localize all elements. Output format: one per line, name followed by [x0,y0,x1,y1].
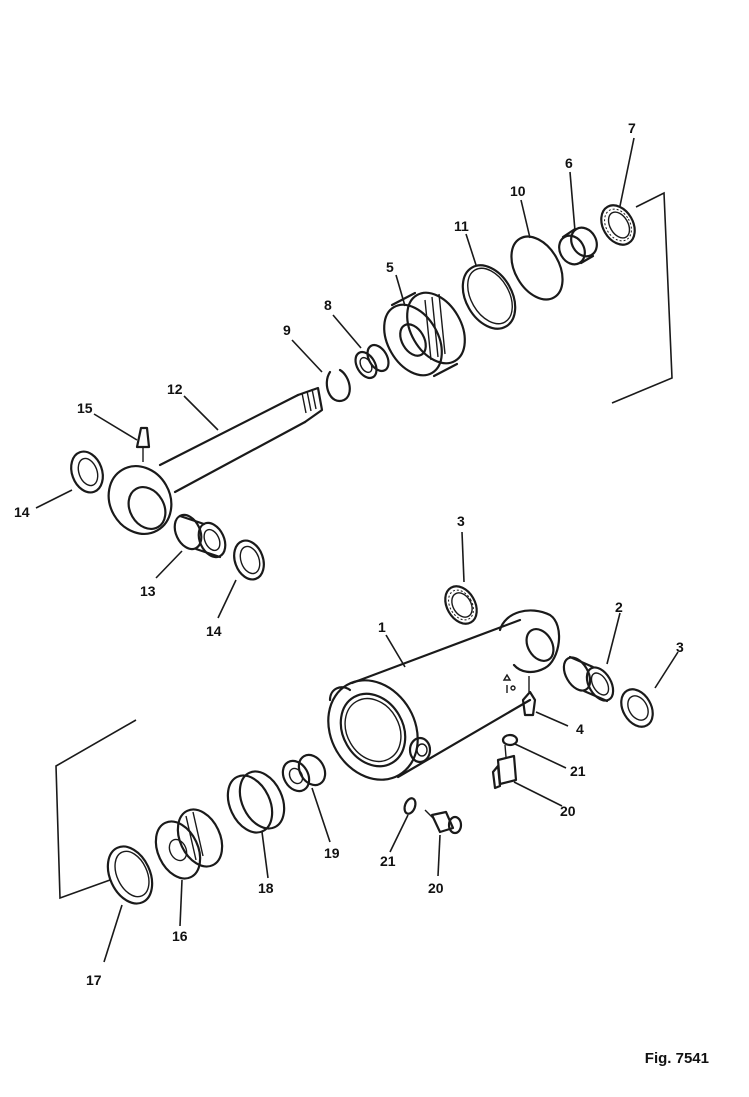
callout-10: 10 [510,183,526,199]
callout-19: 19 [324,845,340,861]
callout-21-left: 21 [380,853,396,869]
part-4-grease-fitting [521,676,537,717]
callout-20-left: 20 [428,880,444,896]
part-16-piston [154,808,224,880]
part-19-nut [281,753,327,793]
part-17-piston-seal [106,845,154,905]
part-20-fitting-right [491,744,518,790]
callout-1: 1 [378,619,386,635]
part-2-bushing [562,655,615,703]
part-3-seal-right [620,688,654,728]
part-5-cylinder-head [383,291,466,378]
callout-21-right: 21 [570,763,586,779]
callout-6: 6 [565,155,573,171]
leader-lines [35,137,679,963]
part-18-wear-ring [226,770,286,834]
figure-label: Fig. 7541 [644,1050,709,1067]
callout-9: 9 [283,322,291,338]
callout-14-upper: 14 [14,504,30,520]
callout-5: 5 [386,259,394,275]
callout-14-lower: 14 [206,623,222,639]
callout-numbers: 7 6 10 11 5 8 9 12 15 14 13 14 3 1 2 3 4… [14,120,684,988]
part-3-seal-upper [444,585,478,625]
callout-20-right: 20 [560,803,576,819]
callout-7: 7 [628,120,636,136]
part-12-piston-rod [107,386,324,535]
group-bracket-upper [611,191,673,404]
part-1-cylinder-tube [327,609,561,781]
callout-8: 8 [324,297,332,313]
part-7-dust-seal [600,204,636,246]
part-21-o-ring-left [403,797,417,815]
callout-3-right: 3 [676,639,684,655]
callout-4: 4 [576,721,584,737]
part-9-snap-ring [325,368,351,403]
callout-15: 15 [77,400,93,416]
part-14-seal-lower [233,539,265,581]
callout-18: 18 [258,880,274,896]
part-21-o-ring-right [501,733,519,747]
part-20-fitting-left [424,809,463,835]
callout-2: 2 [615,599,623,615]
callout-17: 17 [86,972,102,988]
part-6-bushing [558,226,598,266]
callout-12: 12 [167,381,183,397]
part-14-seal-upper [70,450,104,494]
part-11-backup-ring [461,264,517,330]
callout-11: 11 [454,218,469,234]
group-bracket-lower [55,719,137,900]
part-10-o-ring [510,235,564,301]
callout-3-upper: 3 [457,513,465,529]
callout-13: 13 [140,583,156,599]
part-13-bushing [173,513,227,559]
part-15-grease-fitting [135,426,151,462]
part-8-rod-bushing [354,343,390,380]
callout-16: 16 [172,928,188,944]
